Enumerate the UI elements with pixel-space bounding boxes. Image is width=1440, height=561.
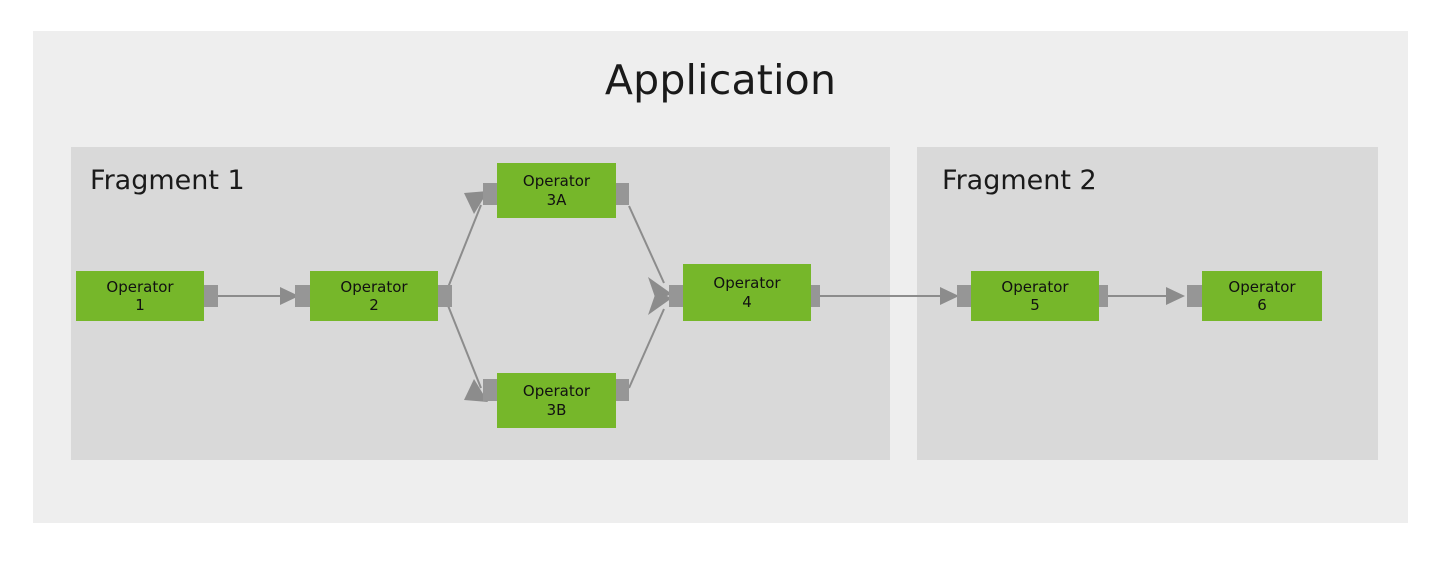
edge-operator-2-to-operator-3a	[446, 191, 488, 291]
operator-3a-input-port	[483, 183, 501, 205]
operator-5-input-port	[957, 285, 975, 307]
operator-2-output-port	[434, 285, 452, 307]
fragment-2-label: Fragment 2	[942, 165, 1097, 196]
operator-3a-node[interactable]: Operator 3A	[497, 163, 616, 218]
fragment-1-label: Fragment 1	[90, 165, 245, 196]
operator-4-name: Operator	[713, 274, 781, 293]
edge-operator-3a-to-operator-4	[628, 205, 672, 300]
operator-3b-number: 3B	[546, 400, 567, 419]
operator-5-number: 5	[1030, 296, 1040, 314]
operator-6-number: 6	[1257, 296, 1267, 314]
operator-6-node[interactable]: Operator 6	[1202, 271, 1322, 321]
operator-2-node[interactable]: Operator 2	[310, 271, 438, 321]
operator-1-output-port	[200, 285, 218, 307]
operator-2-number: 2	[369, 296, 379, 314]
operator-6-name: Operator	[1228, 277, 1296, 296]
operator-1-node[interactable]: Operator 1	[76, 271, 204, 321]
operator-5-name: Operator	[1001, 277, 1069, 296]
application-title: Application	[604, 56, 837, 104]
operator-1-number: 1	[135, 296, 145, 314]
operator-6-input-port	[1187, 285, 1205, 307]
operator-3a-number: 3A	[546, 190, 567, 209]
edge-operator-4-to-operator-5	[820, 287, 959, 305]
edge-operator-3b-to-operator-4	[628, 292, 672, 389]
operator-3b-input-port	[483, 379, 501, 401]
operator-4-number: 4	[742, 292, 752, 311]
operator-3b-node[interactable]: Operator 3B	[497, 373, 616, 428]
operator-4-input-port	[669, 285, 687, 307]
operator-2-name: Operator	[340, 277, 408, 296]
operator-3a-name: Operator	[522, 172, 591, 191]
operator-4-node[interactable]: Operator 4	[683, 264, 811, 321]
edge-operator-1-to-operator-2	[218, 287, 299, 305]
operator-1-name: Operator	[106, 277, 174, 296]
operator-3b-name: Operator	[522, 382, 591, 401]
operator-5-node[interactable]: Operator 5	[971, 271, 1099, 321]
edge-operator-2-to-operator-3b	[446, 302, 488, 402]
edge-operator-5-to-operator-6	[1108, 287, 1185, 305]
operator-2-input-port	[295, 285, 313, 307]
